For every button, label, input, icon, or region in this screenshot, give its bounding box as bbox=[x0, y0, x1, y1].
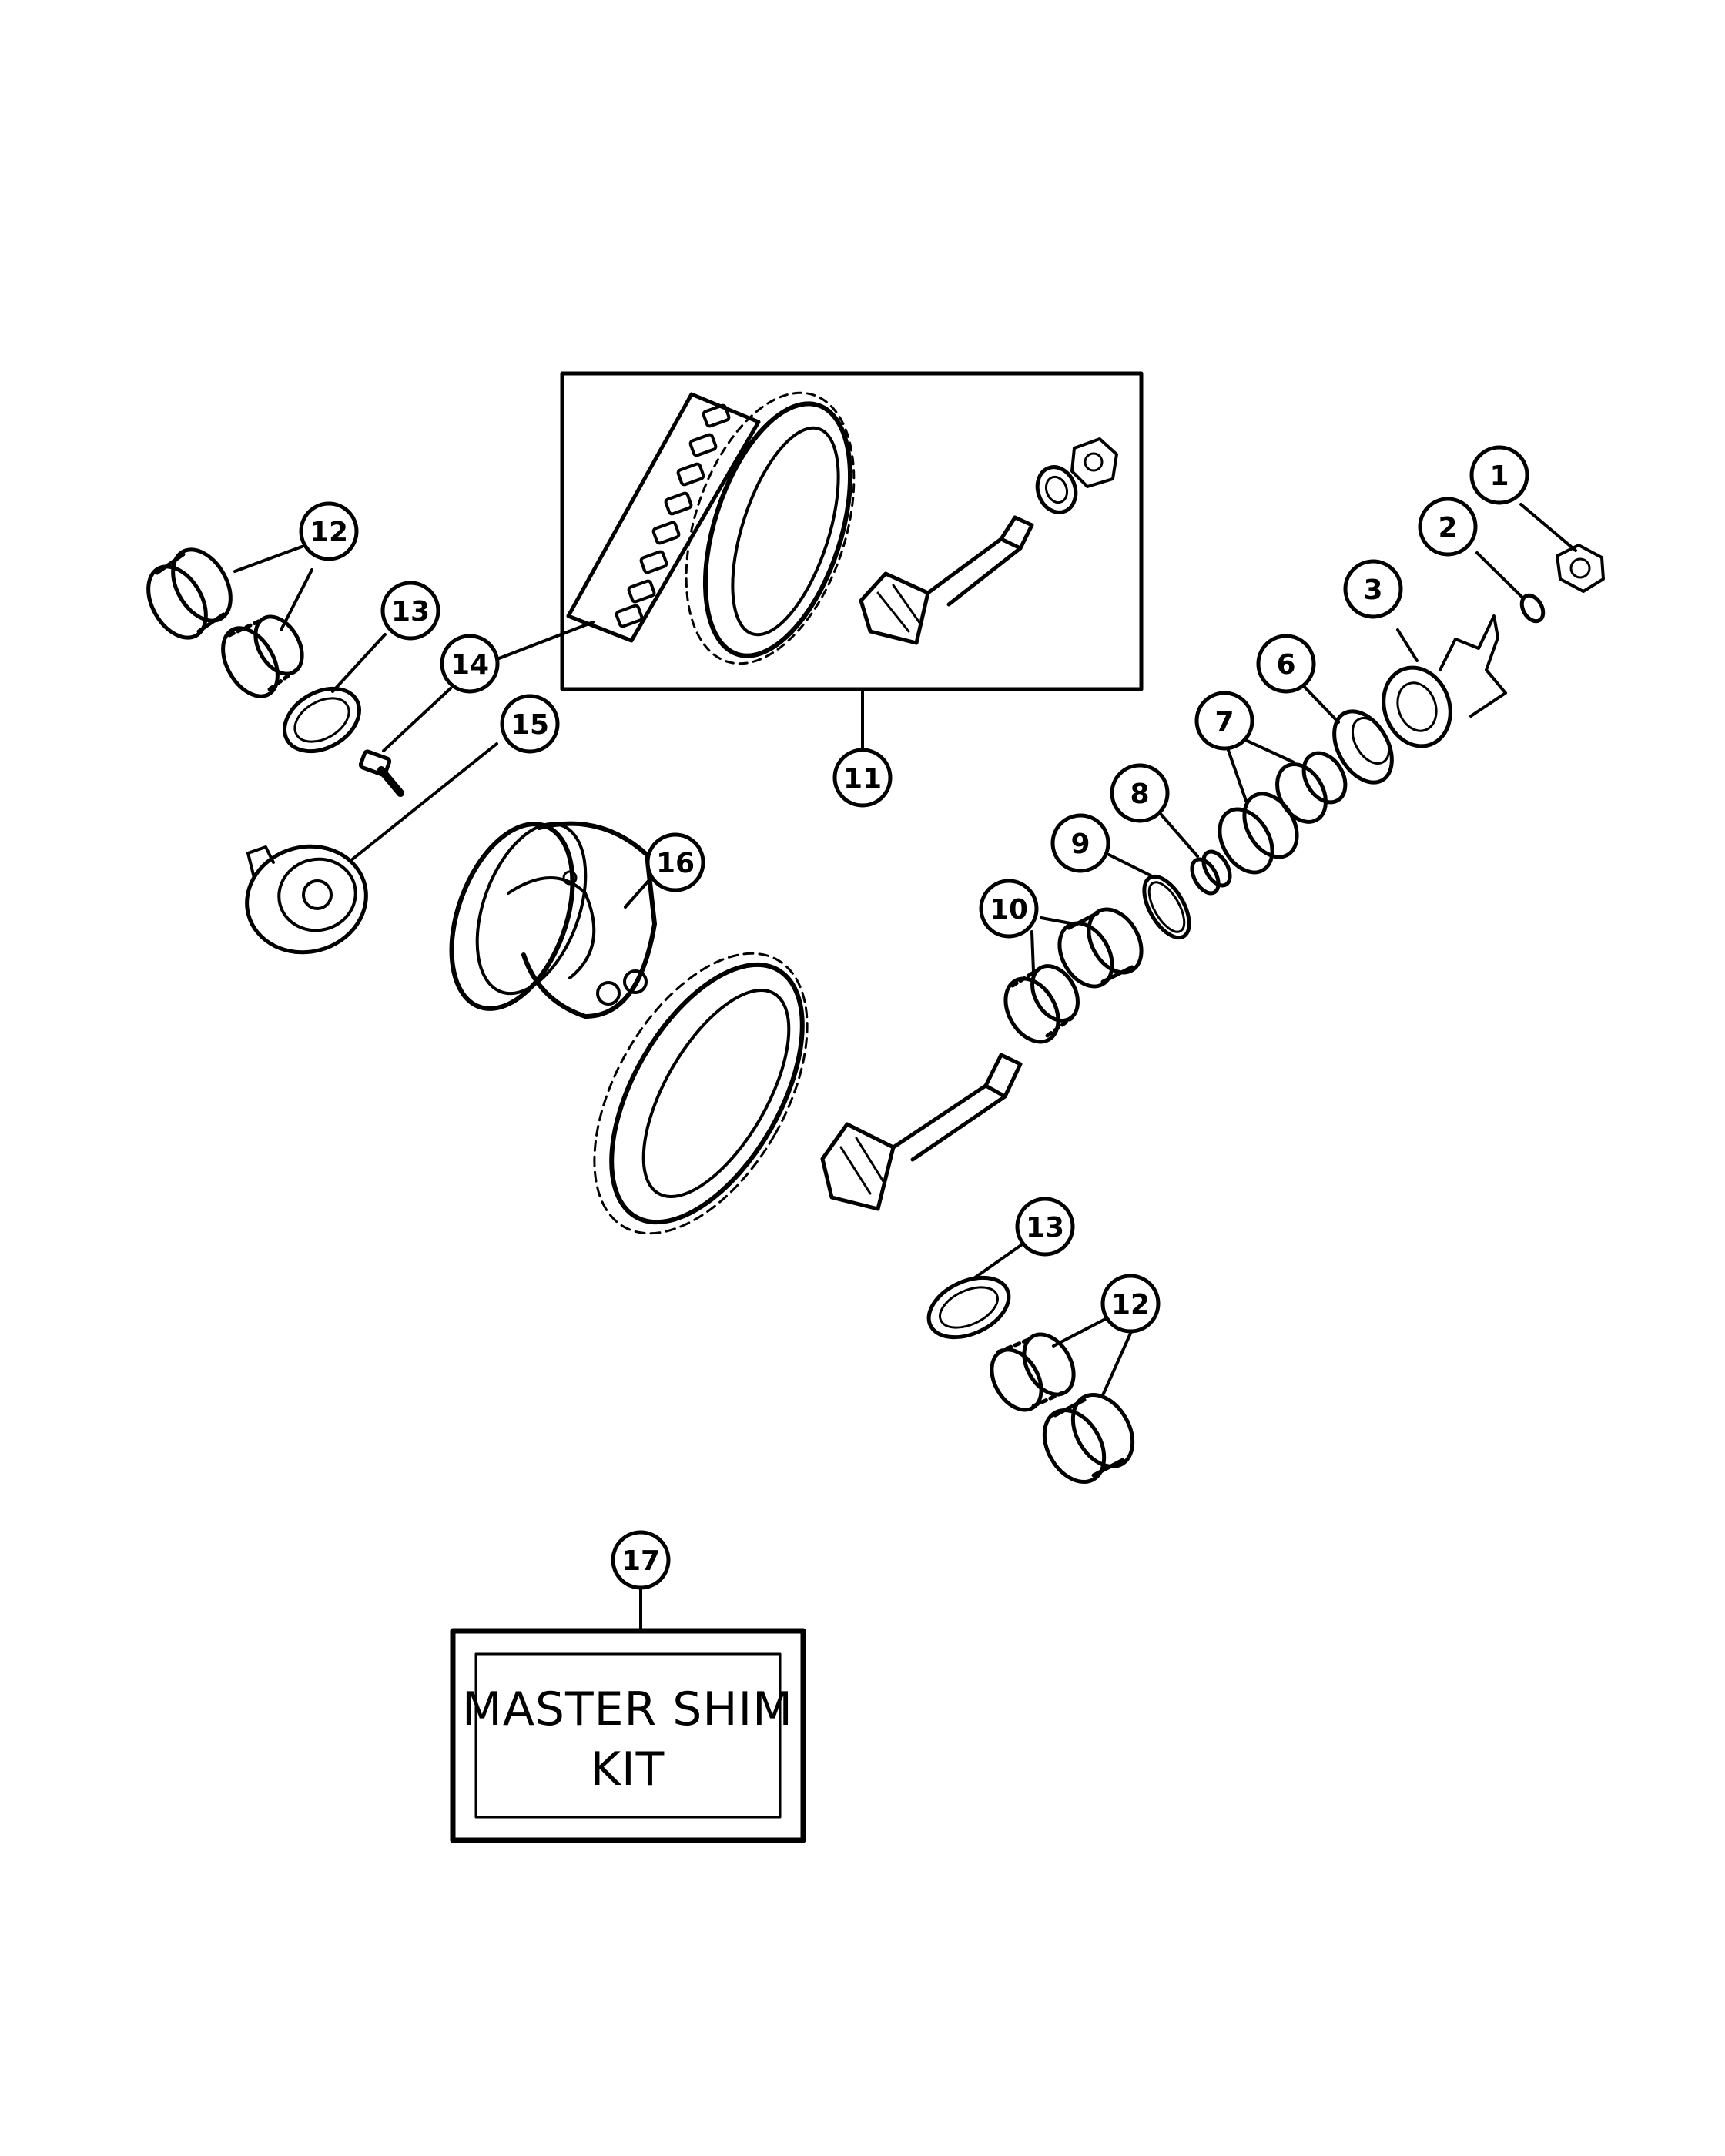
upper-left-shim-illustration bbox=[283, 686, 361, 754]
differential-case-illustration bbox=[449, 821, 657, 1019]
upper-left-bearing-cone-illustration bbox=[221, 614, 304, 698]
pinion-inner-bearing-illustration bbox=[1003, 964, 1080, 1044]
pinion-nut-illustration bbox=[1556, 544, 1605, 593]
svg-text:15: 15 bbox=[511, 709, 549, 741]
callout-7: 7 bbox=[1194, 691, 1254, 751]
ring-gear-bolt-illustration bbox=[358, 749, 404, 797]
callout-14: 14 bbox=[440, 634, 500, 694]
callout-10: 10 bbox=[979, 879, 1039, 939]
svg-text:8: 8 bbox=[1130, 778, 1149, 810]
callout-11: 11 bbox=[832, 748, 893, 808]
pinion-seal-illustration bbox=[1332, 709, 1394, 785]
callout-3: 3 bbox=[1343, 559, 1403, 619]
callout-13-upper: 13 bbox=[380, 581, 440, 641]
svg-text:7: 7 bbox=[1214, 706, 1234, 738]
ring-gear-illustration bbox=[593, 952, 809, 1235]
callout-8: 8 bbox=[1110, 763, 1170, 823]
pinion-depth-shim-illustration bbox=[1142, 874, 1191, 940]
carrier-bearing-housing-illustration bbox=[245, 844, 368, 955]
upper-left-bearing-cup-illustration bbox=[146, 547, 233, 640]
svg-text:3: 3 bbox=[1363, 574, 1382, 606]
pinion-outer-cup-illustration bbox=[1218, 792, 1299, 875]
washer-illustration bbox=[1519, 593, 1546, 624]
callout-1: 1 bbox=[1469, 445, 1529, 505]
callout-12-upper: 12 bbox=[299, 501, 359, 561]
callout-9: 9 bbox=[1050, 813, 1110, 873]
pinion-inner-cup-illustration bbox=[1057, 907, 1144, 989]
lower-bearing-cup-illustration bbox=[1042, 1392, 1135, 1485]
kit-label-line1: MASTER SHIM bbox=[462, 1682, 793, 1736]
svg-text:13: 13 bbox=[391, 596, 430, 628]
callout-17: 17 bbox=[611, 1530, 671, 1590]
kit-frame bbox=[560, 371, 1144, 691]
svg-text:12: 12 bbox=[310, 517, 348, 548]
seal-illustration-kit bbox=[1035, 465, 1078, 514]
svg-text:17: 17 bbox=[621, 1545, 660, 1577]
svg-text:2: 2 bbox=[1438, 512, 1457, 544]
ring-gear-illustration-kit bbox=[685, 391, 856, 665]
callout-16: 16 bbox=[645, 832, 705, 892]
callout-6: 6 bbox=[1256, 634, 1316, 694]
svg-text:13: 13 bbox=[1026, 1212, 1064, 1244]
callout-12-lower: 12 bbox=[1100, 1274, 1161, 1334]
svg-text:10: 10 bbox=[990, 894, 1028, 926]
master-shim-kit-box: MASTER SHIM KIT bbox=[450, 1628, 806, 1843]
svg-text:1: 1 bbox=[1489, 460, 1509, 492]
kit-label-line2: KIT bbox=[591, 1743, 665, 1796]
callout-13-lower: 13 bbox=[1015, 1197, 1075, 1257]
svg-text:9: 9 bbox=[1070, 829, 1090, 860]
bolt-strip-illustration bbox=[566, 392, 761, 643]
svg-text:11: 11 bbox=[843, 763, 882, 795]
callout-15: 15 bbox=[500, 694, 560, 754]
lower-bearing-cone-illustration bbox=[990, 1332, 1076, 1412]
pinion-gear-illustration bbox=[820, 1053, 1023, 1211]
svg-text:14: 14 bbox=[451, 649, 489, 681]
svg-text:16: 16 bbox=[656, 848, 695, 879]
svg-text:12: 12 bbox=[1111, 1289, 1150, 1321]
ring-pinion-kit-group bbox=[484, 371, 1144, 752]
svg-text:6: 6 bbox=[1276, 649, 1295, 681]
callout-2: 2 bbox=[1418, 497, 1478, 557]
nut-illustration-kit bbox=[1070, 437, 1118, 488]
pinion-gear-illustration-kit bbox=[859, 515, 1034, 645]
lower-shim-illustration bbox=[926, 1275, 1011, 1340]
pinion-yoke-illustration bbox=[1382, 614, 1507, 748]
collapsible-spacer-illustration bbox=[1190, 849, 1232, 896]
pinion-outer-bearing-illustration bbox=[1275, 751, 1348, 824]
